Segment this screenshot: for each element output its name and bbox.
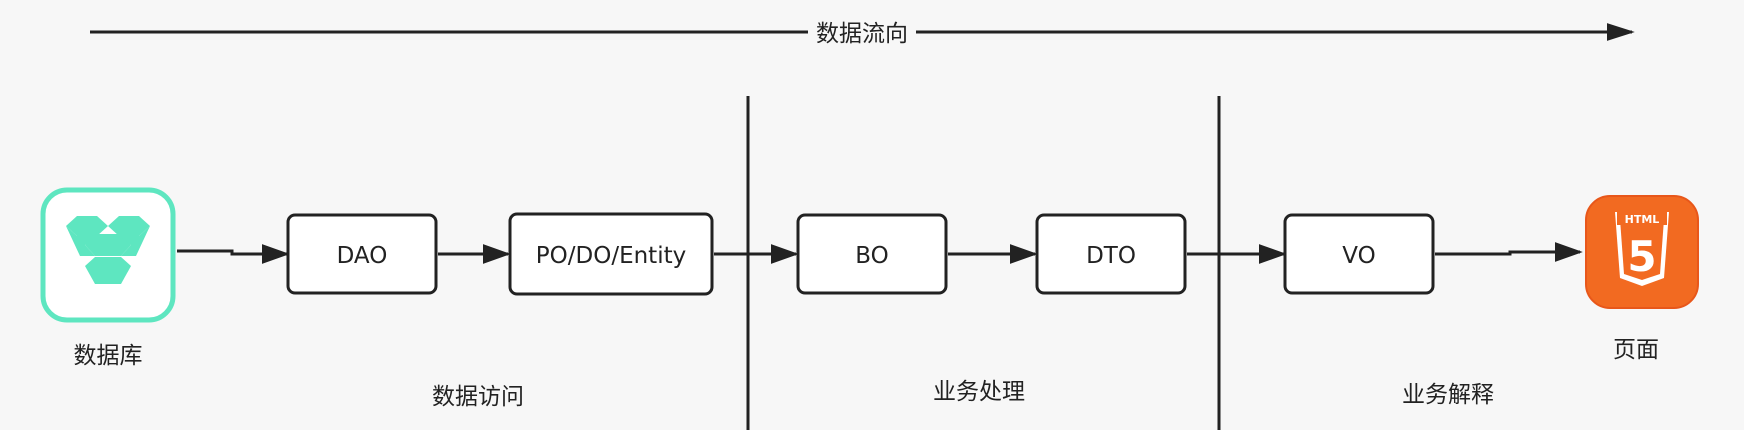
dto-label: DTO: [1086, 243, 1136, 269]
database-logo-icon: [66, 216, 150, 284]
bo-box: BO: [796, 213, 948, 295]
data-flow-label: 数据流向: [816, 21, 908, 47]
html5-badge: HTML: [1625, 213, 1660, 226]
html5-icon: HTML 5: [1615, 211, 1669, 286]
section-label-business-processing: 业务处理: [933, 379, 1025, 405]
po-do-entity-label: PO/DO/Entity: [536, 243, 686, 269]
po-do-entity-box: PO/DO/Entity: [508, 212, 714, 296]
section-label-business-interpretation: 业务解释: [1402, 382, 1494, 408]
database-node: 数据库: [40, 187, 176, 369]
section-label-data-access: 数据访问: [432, 384, 524, 410]
bo-label: BO: [855, 243, 888, 269]
page-node: HTML 5 页面: [1585, 195, 1699, 363]
database-label: 数据库: [74, 343, 143, 369]
dto-box: DTO: [1035, 213, 1187, 295]
arrow-database-to-dao: [177, 244, 290, 264]
arrow-vo-to-page: [1435, 242, 1583, 262]
connectors: [177, 242, 1583, 264]
page-label: 页面: [1613, 337, 1659, 363]
dao-box: DAO: [286, 213, 438, 295]
html5-digit: 5: [1627, 232, 1656, 281]
vo-box: VO: [1283, 213, 1435, 295]
data-flow-arrow: 数据流向: [90, 21, 1635, 47]
dao-label: DAO: [337, 243, 388, 269]
vo-label: VO: [1342, 243, 1375, 269]
